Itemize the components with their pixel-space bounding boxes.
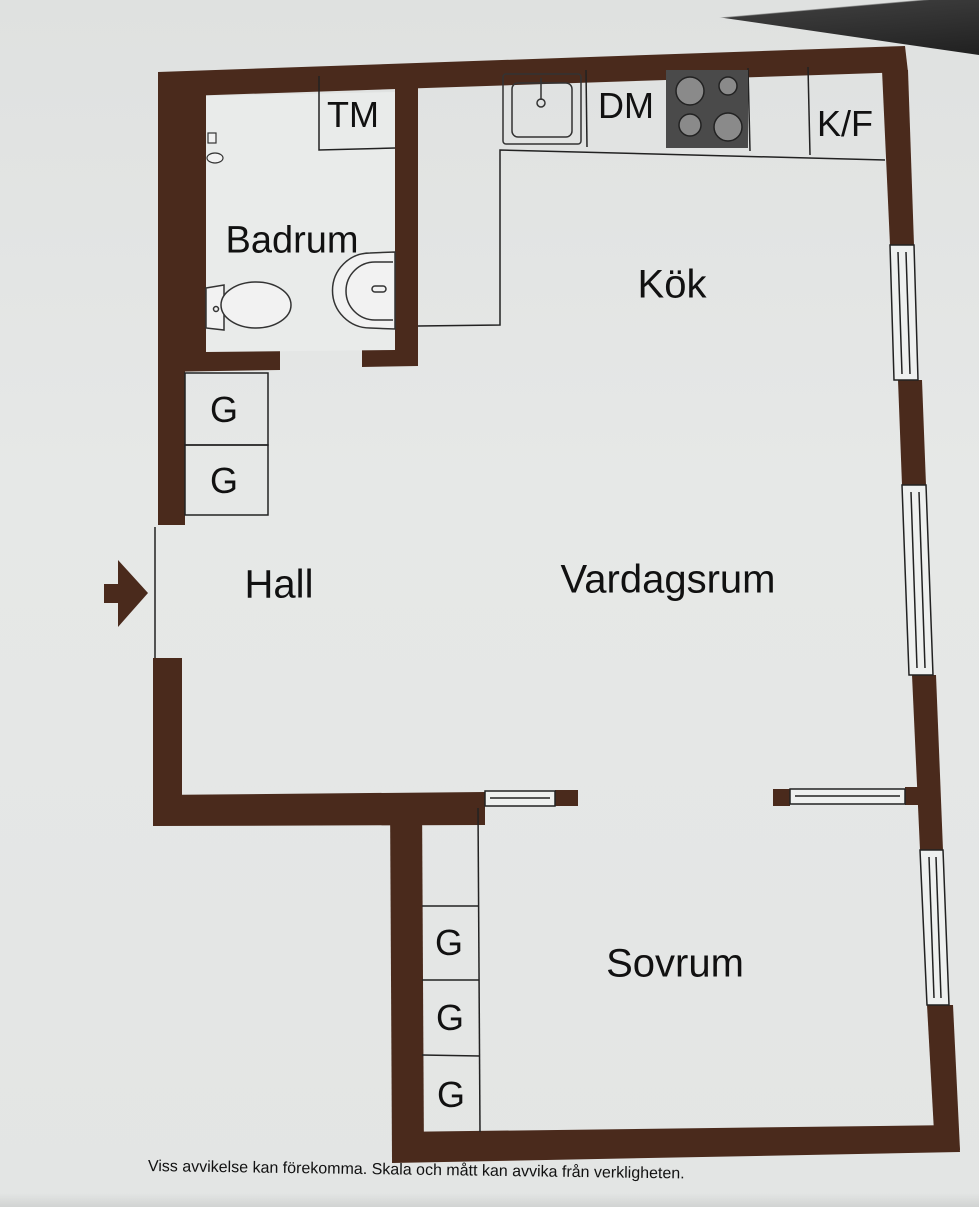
shower-icon (206, 132, 224, 164)
sovrum-wardrobe-edge (477, 807, 481, 1133)
wall-right-lower (912, 675, 943, 850)
window-mid-left (484, 790, 556, 807)
wall-right-bottom (927, 1005, 960, 1150)
wall-badrum-left (158, 72, 206, 355)
window-right-2 (901, 484, 934, 676)
wall-mid-horizontal (153, 792, 485, 826)
dishwasher-label: DM (598, 85, 654, 126)
counter-divider-3 (807, 66, 811, 156)
wardrobe-hall-2 (184, 444, 269, 516)
wardrobe-sovrum-label-3: G (436, 1074, 466, 1115)
washbasin-icon (331, 251, 396, 330)
room-label-badrum: Badrum (225, 219, 359, 262)
window-right-3 (919, 849, 950, 1006)
page-bottom-shadow (0, 1193, 979, 1207)
counter-divider-1 (585, 69, 588, 148)
wall-right-top (882, 70, 914, 245)
wardrobe-hall-label-1: G (209, 389, 239, 430)
wardrobe-hall-label-2: G (209, 460, 239, 501)
wall-mid-stub-left (555, 790, 578, 806)
furniture-lines (154, 66, 886, 1133)
tm-box (318, 76, 396, 151)
wall-right-mid (898, 380, 926, 485)
arrow-right-icon (104, 560, 148, 627)
wall-left-lower (153, 658, 182, 825)
counter-divider-2 (747, 67, 751, 152)
washing-machine-label: TM (327, 94, 379, 135)
stove-icon (666, 70, 748, 148)
wardrobe-sovrum-label-2: G (435, 997, 465, 1038)
fridge-freezer-label: K/F (816, 103, 874, 144)
wardrobe-sovrum-label-1: G (434, 922, 464, 963)
wall-mid-stub-right (773, 789, 790, 806)
walls (153, 46, 960, 1163)
wall-bottom (392, 1125, 960, 1163)
kitchen-sink-icon (502, 73, 582, 145)
window-mid-right (789, 788, 906, 805)
kitchen-counter (417, 149, 886, 327)
toilet-icon (205, 281, 292, 331)
room-label-kok: Kök (637, 262, 707, 307)
windows (484, 244, 950, 1006)
room-label-vardagsrum: Vardagsrum (560, 557, 776, 602)
wall-sovrum-left (390, 795, 424, 1160)
wall-top (158, 46, 908, 96)
room-label-sovrum: Sovrum (606, 941, 744, 986)
wall-mid-stub-right2 (905, 787, 925, 805)
wall-badrum-bottom-right (362, 345, 418, 367)
wall-badrum-right (395, 72, 418, 365)
wall-badrum-bottom-left (158, 350, 280, 372)
room-label-hall: Hall (244, 562, 314, 607)
window-right-1 (889, 244, 919, 381)
